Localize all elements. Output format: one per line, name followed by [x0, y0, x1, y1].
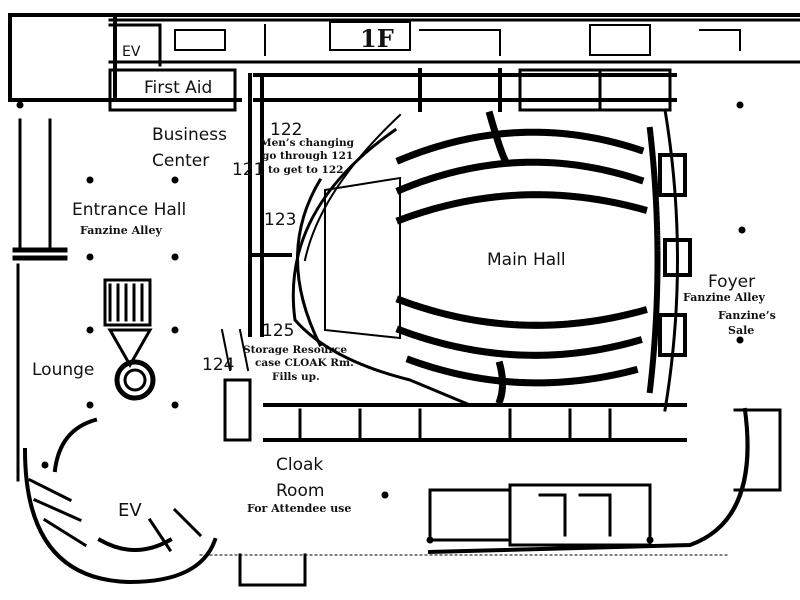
main-hall-back-wall — [663, 108, 679, 412]
foyer-pillars — [658, 153, 692, 357]
lounge-label: Lounge — [32, 360, 95, 380]
right-curved-wall — [427, 407, 750, 555]
room-123-label: 123 — [264, 210, 297, 230]
ev-top-box — [108, 23, 162, 67]
lower-left-curve — [22, 447, 218, 585]
entrance-doors — [12, 247, 68, 261]
columns — [16, 101, 746, 544]
entrance-left-wall — [18, 118, 52, 252]
room-124-label: 124 — [202, 355, 235, 375]
outer-wall — [8, 13, 800, 102]
lounge-round-stair — [114, 359, 156, 401]
storage-note-3: Fills up. — [272, 371, 320, 383]
fanzine-alley-right-note: Fanzine Alley — [683, 291, 765, 304]
cloak-room-label-2: Room — [276, 481, 325, 501]
entrance-hall-label: Entrance Hall — [72, 200, 187, 220]
ev-top-label: EV — [122, 44, 141, 60]
main-hall-outer-curve — [291, 127, 472, 407]
lower-corridor-wall — [263, 403, 687, 442]
cloak-room-label-1: Cloak — [276, 455, 324, 475]
mens-changing-note-2: go through 121 — [262, 150, 354, 162]
fanzine-alley-left-note: Fanzine Alley — [80, 224, 162, 237]
main-hall-inner-curve — [303, 113, 402, 262]
storage-note-2: case CLOAK Rm. — [255, 357, 354, 369]
main-hall-seating — [395, 110, 661, 405]
main-hall-stage — [324, 176, 401, 340]
lower-left-segments — [27, 477, 203, 553]
ev-bottom-label: EV — [118, 500, 142, 521]
lower-rooms — [298, 408, 612, 442]
ev-bottom-curve — [52, 417, 173, 552]
foyer-label: Foyer — [708, 272, 756, 292]
room-121-wall — [248, 73, 264, 337]
first-aid-label: First Aid — [144, 78, 213, 98]
top-service-band — [108, 18, 800, 64]
attendee-use-note: For Attendee use — [247, 502, 352, 515]
fanzine-sale-note-1: Fanzine’s — [718, 309, 776, 322]
top-band-details — [174, 21, 741, 56]
mens-changing-note-3: to get to 122 — [268, 164, 344, 176]
main-hall-label: Main Hall — [487, 250, 566, 270]
business-center-label-2: Center — [152, 151, 210, 171]
storage-note-1: Storage Resource — [243, 344, 348, 356]
room-124-wall — [220, 328, 250, 372]
main-hall-apron — [296, 177, 323, 348]
floor-label: 1F — [360, 24, 394, 53]
business-center-label-1: Business — [152, 125, 227, 145]
fanzine-sale-note-2: Sale — [728, 324, 755, 337]
lower-right-building — [428, 483, 652, 547]
lower-entrance — [238, 553, 307, 587]
room-122-label: 122 — [270, 120, 303, 140]
room-124-box — [223, 378, 252, 442]
lounge-stair-arrow — [107, 328, 153, 369]
room-121-label: 121 — [232, 160, 265, 180]
mens-changing-note-1: Men’s changing — [260, 137, 354, 149]
first-aid-room — [108, 68, 237, 112]
room-125-label: 125 — [262, 321, 295, 341]
right-exit — [733, 408, 782, 492]
service-rooms-top-right — [518, 68, 672, 112]
upper-corridor-wall — [253, 68, 677, 112]
lounge-escalator — [103, 278, 152, 327]
